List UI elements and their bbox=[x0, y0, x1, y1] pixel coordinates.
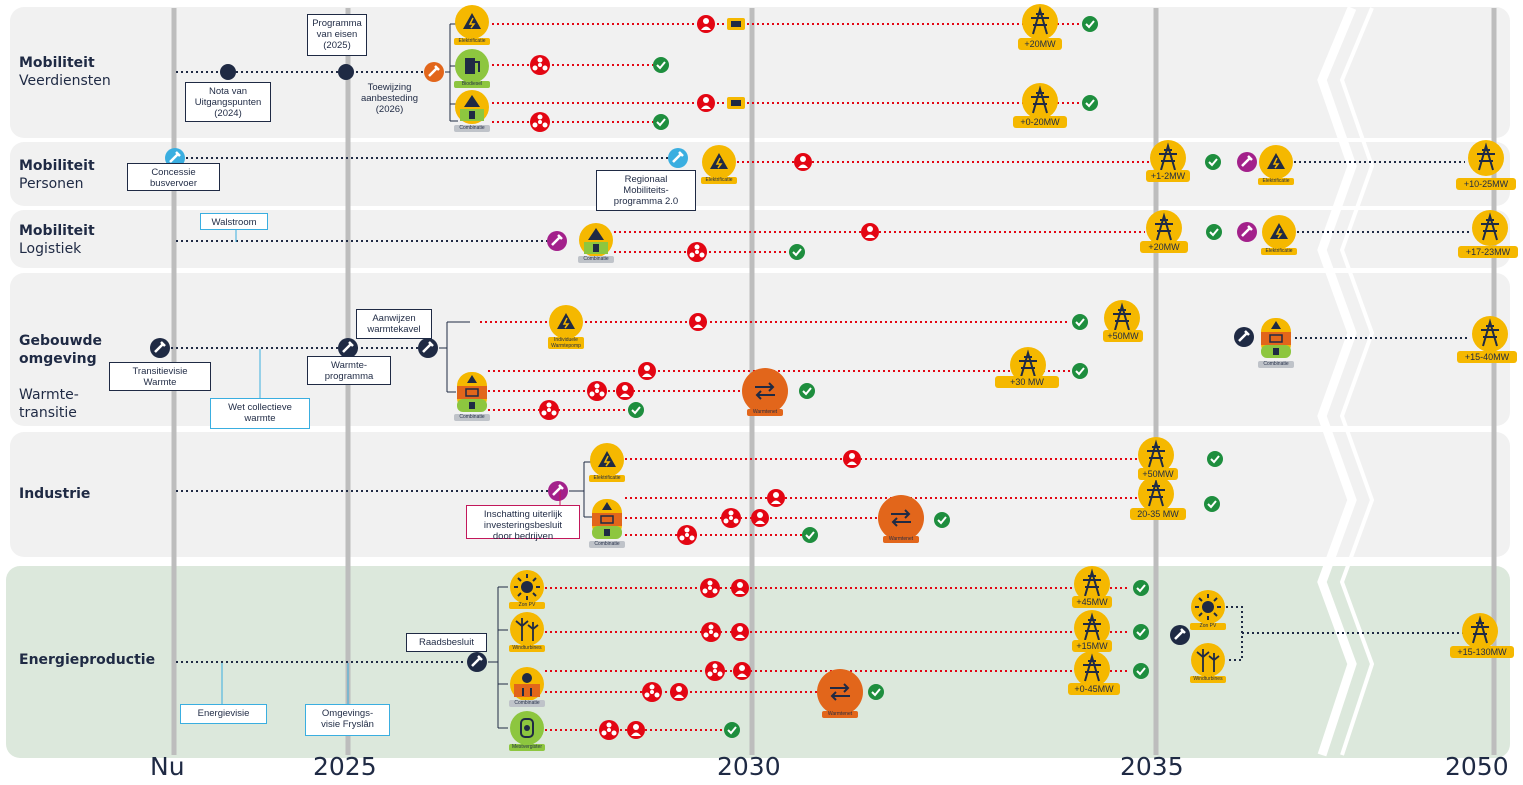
box-transitievisie-warmte: Transitievisie Warmte bbox=[109, 362, 211, 391]
category-normal: Veerdiensten bbox=[19, 73, 111, 89]
capacity-badge: +17-23MW bbox=[1458, 246, 1518, 258]
time-break-chevron bbox=[1317, 6, 1357, 757]
category-mobiliteit-logistiek: Mobiliteit Logistiek bbox=[19, 222, 95, 258]
capacity-badge: +45MW bbox=[1072, 596, 1112, 608]
capacity-badge: +20MW bbox=[1018, 38, 1062, 50]
capacity-badge: 20-35 MW bbox=[1130, 508, 1186, 520]
category-energieproductie: Energieproductie bbox=[19, 651, 155, 669]
tech-label-elektrificatie: Elektrificatie bbox=[454, 38, 490, 45]
tick-2025: 2025 bbox=[313, 752, 377, 781]
capacity-badge: +30 MW bbox=[995, 376, 1059, 388]
box-wet-collectieve-warmte: Wet collectieve warmte bbox=[210, 398, 310, 429]
box-raadsbesluit: Raadsbesluit bbox=[406, 633, 487, 652]
box-concessie-busvervoer: Concessie busvervoer bbox=[127, 163, 220, 191]
tech-label-elektrificatie-personen: Elektrificatie bbox=[701, 177, 737, 184]
capacity-badge: +15-40MW bbox=[1457, 351, 1517, 363]
milestone-dot bbox=[338, 64, 354, 80]
tech-label-combinatie-energie: Combinatie bbox=[509, 700, 545, 707]
tech-label-combinatie-gebouwd-2050: Combinatie bbox=[1258, 361, 1294, 368]
row-energieproductie bbox=[176, 565, 1499, 746]
capacity-badge: +10-25MW bbox=[1456, 178, 1516, 190]
tick-2035: 2035 bbox=[1120, 752, 1184, 781]
tech-label-combinatie-gebouwd: Combinatie bbox=[454, 414, 490, 421]
category-bold: Mobiliteit bbox=[19, 55, 95, 71]
tech-label-warmtenet-energie: Warmtenet bbox=[822, 711, 858, 718]
capacity-badge: +50MW bbox=[1138, 468, 1178, 480]
tick-2030: 2030 bbox=[717, 752, 781, 781]
tech-label-mestvergister: Mestvergister bbox=[509, 744, 545, 751]
box-programma-van-eisen: Programma van eisen (2025) bbox=[307, 14, 367, 56]
tech-label-zon-pv-2050: Zon PV bbox=[1190, 623, 1226, 630]
category-normal: Warmte- transitie bbox=[19, 387, 79, 421]
box-regionaal-mobiliteitsprogramma: Regionaal Mobiliteits- programma 2.0 bbox=[596, 170, 696, 211]
tech-label-combinatie: Combinatie bbox=[454, 125, 490, 132]
tech-label-individuele-warmtepomp: Individuele Warmtepomp bbox=[548, 337, 584, 349]
box-aanwijzen-warmtekavel: Aanwijzen warmtekavel bbox=[356, 309, 432, 339]
category-gebouwde-omgeving: Gebouwde omgeving Warmte- transitie bbox=[19, 314, 102, 422]
row-personen bbox=[163, 139, 1505, 180]
box-omgevingsvisie: Omgevings- visie Fryslân bbox=[305, 704, 390, 736]
category-mobiliteit-veerdiensten: Mobiliteit Veerdiensten bbox=[19, 54, 111, 90]
row-logistiek bbox=[176, 209, 1509, 262]
label-toewijzing-aanbesteding: Toewijzing aanbesteding (2026) bbox=[360, 82, 419, 115]
capacity-badge: +1-2MW bbox=[1146, 170, 1190, 182]
tech-label-elektrificatie-personen-2050: Elektrificatie bbox=[1258, 178, 1294, 185]
capacity-badge: +15-130MW bbox=[1450, 646, 1514, 658]
category-bold: Mobiliteit bbox=[19, 158, 95, 174]
tech-label-zon-pv: Zon PV bbox=[509, 602, 545, 609]
time-break-chevron-2 bbox=[1339, 7, 1375, 756]
box-inschatting-investeringsbesluit: Inschatting uiterlijk investeringsbeslui… bbox=[466, 505, 580, 542]
category-normal: Personen bbox=[19, 176, 84, 192]
row-veerdiensten bbox=[176, 3, 1099, 132]
category-bold: Mobiliteit bbox=[19, 223, 95, 239]
category-industrie: Industrie bbox=[19, 485, 90, 503]
category-bold: Energieproductie bbox=[19, 652, 156, 668]
tick-nu: Nu bbox=[150, 752, 185, 781]
tick-2050: 2050 bbox=[1445, 752, 1509, 781]
box-warmteprogramma: Warmte- programma bbox=[307, 356, 391, 385]
capacity-badge: +50MW bbox=[1103, 330, 1143, 342]
tech-label-biodiesel: Biodiesel bbox=[454, 81, 490, 88]
tech-label-warmtenet-gebouwd: Warmtenet bbox=[747, 409, 783, 416]
tech-label-elektrificatie-logistiek: Elektrificatie bbox=[1261, 248, 1297, 255]
tech-label-windturbines-2050: Windturbines bbox=[1190, 676, 1226, 683]
row-industrie bbox=[176, 436, 1224, 545]
category-mobiliteit-personen: Mobiliteit Personen bbox=[19, 157, 95, 193]
category-bold: Industrie bbox=[19, 486, 91, 502]
row-gebouwde-omgeving bbox=[148, 299, 1509, 420]
capacity-badge: +0-45MW bbox=[1068, 683, 1120, 695]
band-industrie bbox=[10, 432, 1510, 557]
box-walstroom: Walstroom bbox=[200, 213, 268, 230]
tech-label-combinatie-logistiek: Combinatie bbox=[578, 256, 614, 263]
tech-label-warmtenet-industrie: Warmtenet bbox=[883, 536, 919, 543]
band-mobiliteit-personen bbox=[10, 142, 1510, 206]
tech-label-elektrificatie-industrie: Elektrificatie bbox=[589, 475, 625, 482]
milestone-dot bbox=[220, 64, 236, 80]
capacity-badge: +20MW bbox=[1140, 241, 1188, 253]
tech-label-windturbines: Windturbines bbox=[509, 645, 545, 652]
capacity-badge: +15MW bbox=[1072, 640, 1112, 652]
capacity-badge: +0-20MW bbox=[1013, 116, 1067, 128]
tech-label-combinatie-industrie: Combinatie bbox=[589, 541, 625, 548]
box-energievisie: Energievisie bbox=[180, 704, 267, 724]
box-nota-van-uitgangspunten: Nota van Uitgangspunten (2024) bbox=[185, 82, 271, 122]
category-bold: Gebouwde omgeving bbox=[19, 333, 103, 367]
category-normal: Logistiek bbox=[19, 241, 82, 257]
